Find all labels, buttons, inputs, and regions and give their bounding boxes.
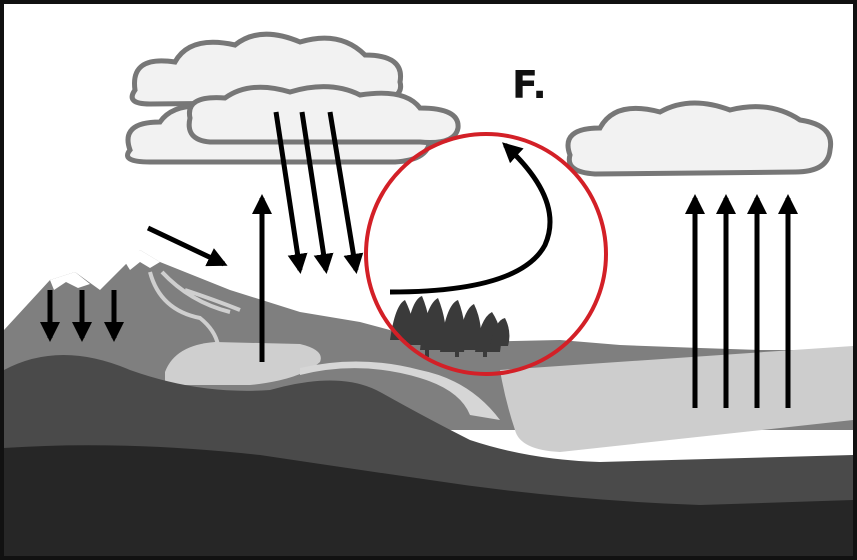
ocean [500,346,853,452]
river [300,361,500,420]
callout-label: F. [512,63,547,107]
snow-cap-right [125,250,160,270]
cloud-icon-right [565,100,834,177]
wind-arrow [146,225,228,267]
snowfall-arrows [40,290,124,342]
tree-icon [390,296,510,357]
snow-cap-left [50,272,90,290]
foreground-ground [4,445,853,556]
ocean-evaporation-arrows [685,194,798,408]
meltwater-streams [148,270,241,346]
cloud-icon [125,31,461,165]
mountain-lake [165,342,321,385]
circle-highlight [364,132,608,376]
rain-arrows [273,111,364,274]
transpiration-arrow [389,142,553,295]
